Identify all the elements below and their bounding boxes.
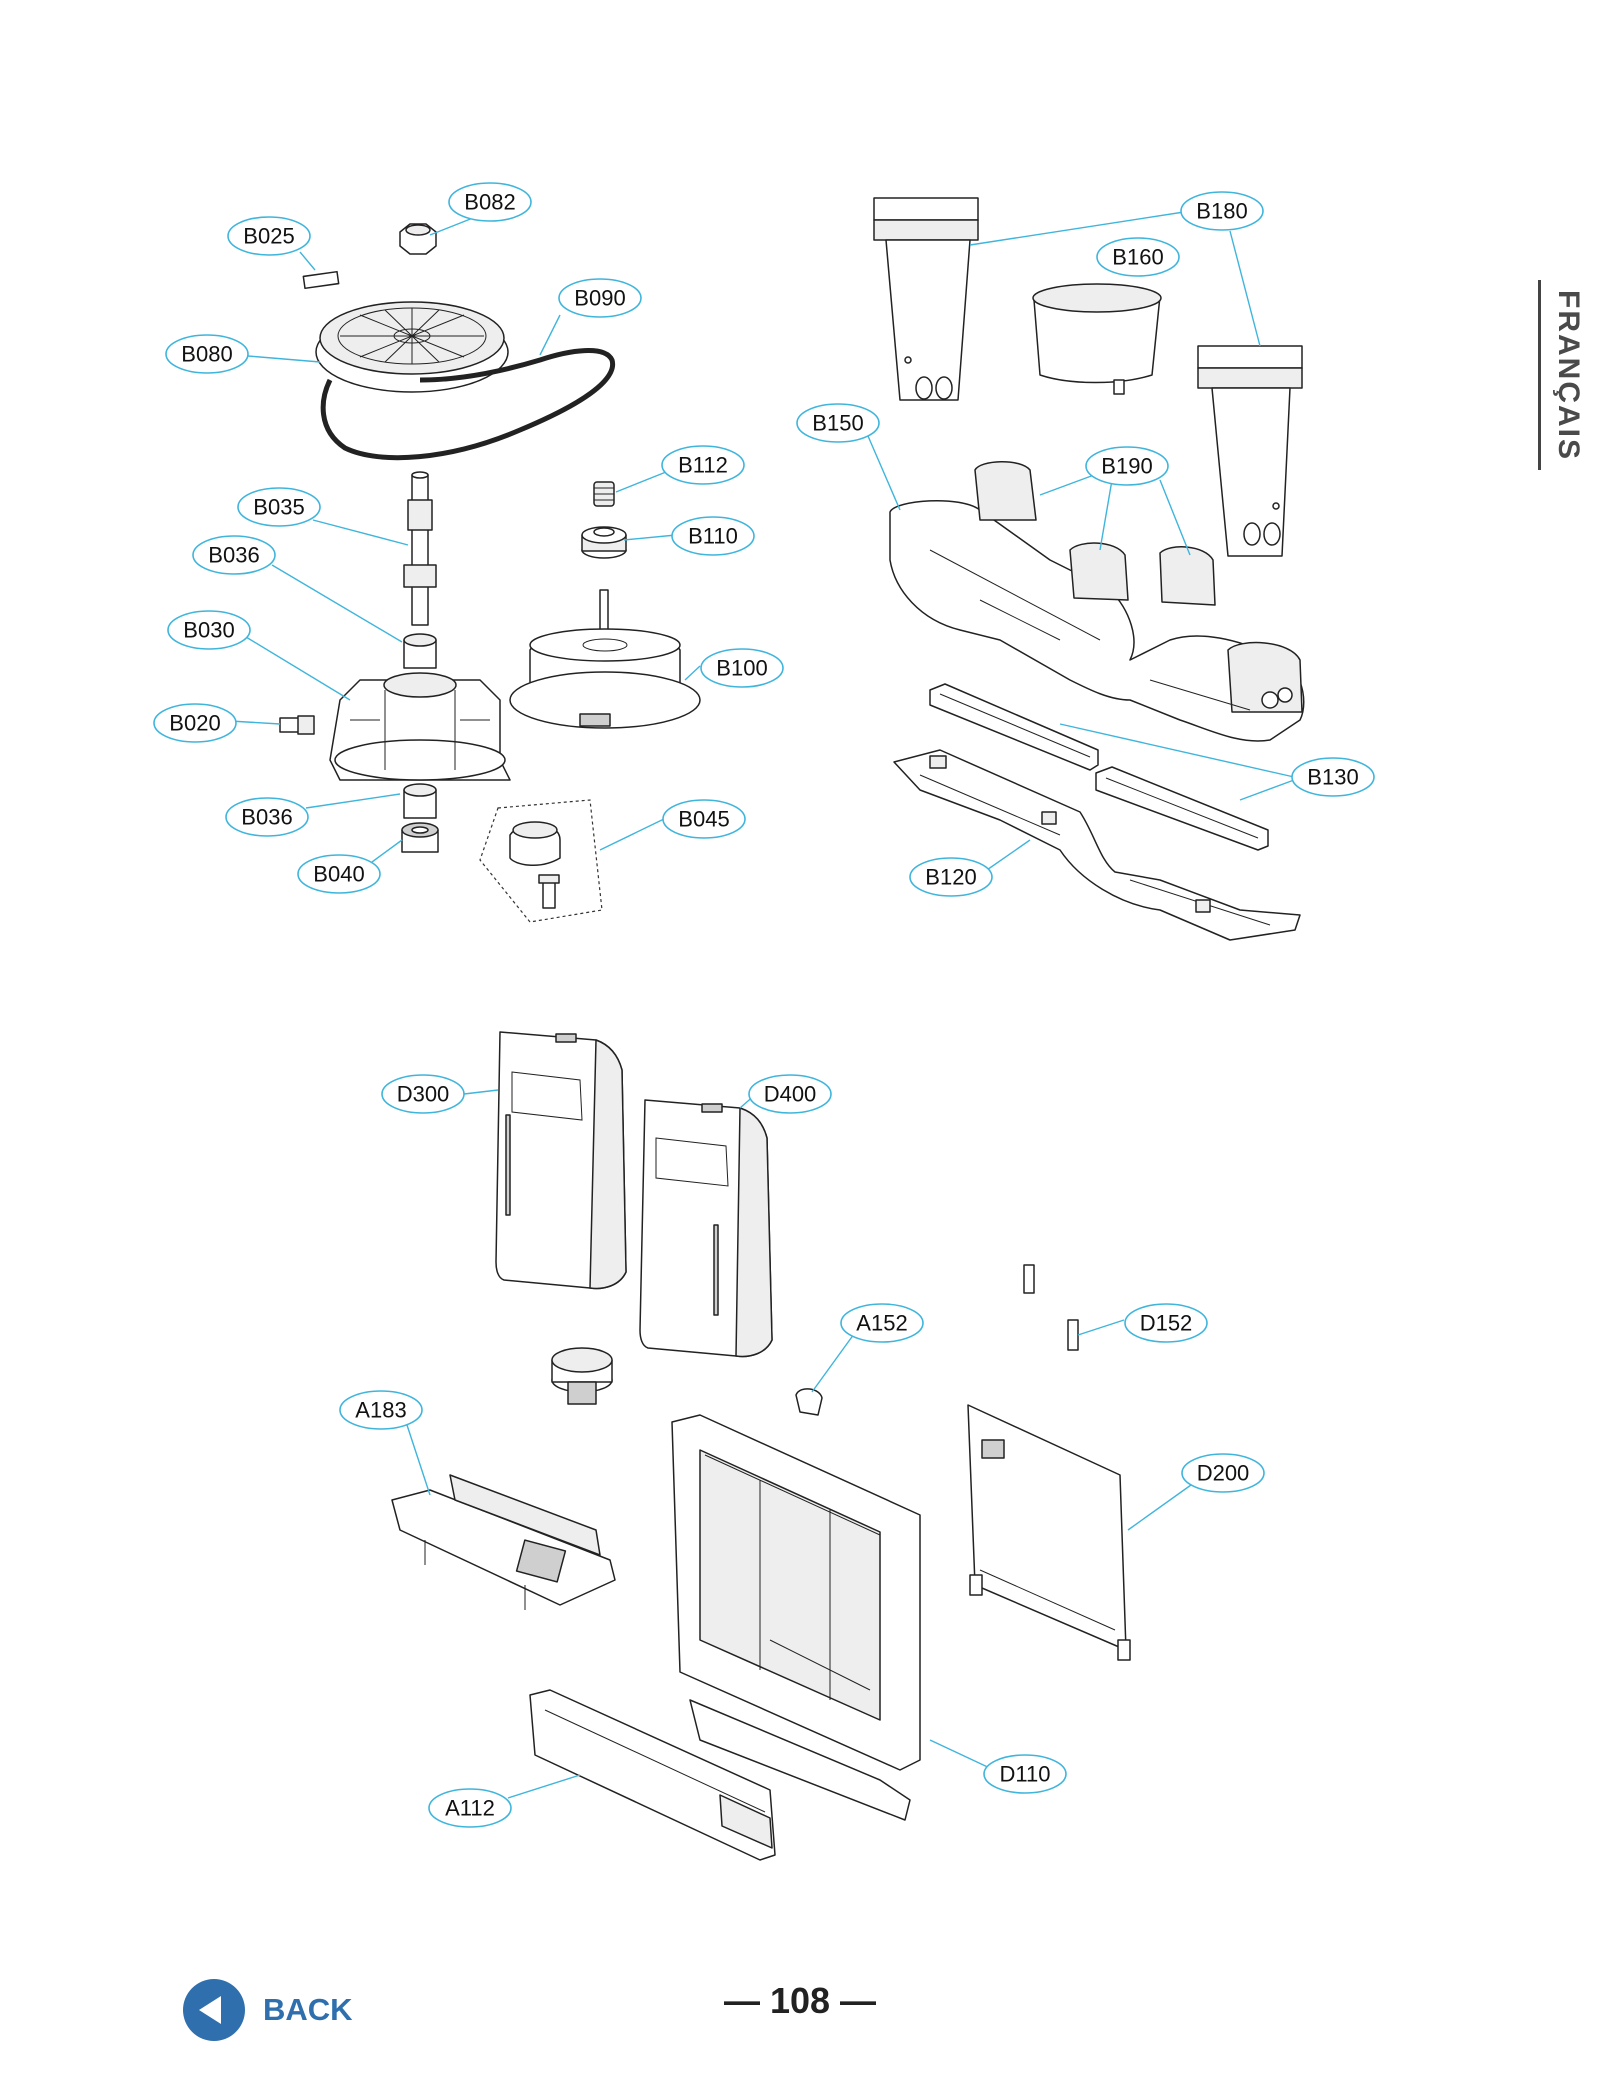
- part-b020-clip: [279, 715, 315, 735]
- callout-b180: B180: [1180, 191, 1264, 231]
- part-b130-rails: [929, 683, 1269, 851]
- svg-text:B080: B080: [181, 342, 232, 367]
- svg-text:B040: B040: [313, 862, 364, 887]
- part-b180-bracket-right: [1197, 345, 1303, 557]
- svg-text:D152: D152: [1140, 1311, 1193, 1336]
- svg-text:D200: D200: [1197, 1461, 1250, 1486]
- svg-text:B110: B110: [688, 524, 738, 549]
- svg-text:B020: B020: [169, 711, 220, 736]
- part-b036-bushing-top: [403, 633, 437, 669]
- page-number: — 108 —: [723, 1980, 877, 2021]
- callout-b190: B190: [1085, 446, 1169, 486]
- callout-b130: B130: [1291, 757, 1375, 797]
- callout-b080: B080: [165, 334, 249, 374]
- svg-text:B036: B036: [208, 543, 259, 568]
- callouts: B082 B025 B090 B080 B112 B035 B110 B036 …: [153, 182, 1375, 1828]
- part-b120-tray: [893, 749, 1301, 941]
- part-b025-key: [302, 270, 340, 290]
- frame-assembly: [873, 197, 1305, 941]
- svg-text:B180: B180: [1196, 199, 1247, 224]
- svg-text:B130: B130: [1307, 765, 1358, 790]
- callout-b020: B020: [153, 703, 237, 743]
- part-b040-bearing: [401, 822, 439, 853]
- callout-d152: D152: [1124, 1303, 1208, 1343]
- svg-text:A183: A183: [355, 1398, 406, 1423]
- callout-b036-bottom: B036: [225, 797, 309, 837]
- callout-b150: B150: [796, 403, 880, 443]
- svg-text:D300: D300: [397, 1082, 450, 1107]
- svg-text:D400: D400: [764, 1082, 817, 1107]
- callout-b160: B160: [1096, 237, 1180, 277]
- callout-b045: B045: [662, 799, 746, 839]
- svg-text:B035: B035: [253, 495, 304, 520]
- part-d200-panel: [967, 1404, 1131, 1661]
- part-knob: [551, 1347, 613, 1405]
- svg-text:A152: A152: [856, 1311, 907, 1336]
- svg-text:A112: A112: [445, 1796, 495, 1821]
- part-a152-clip: [795, 1388, 823, 1416]
- svg-text:B082: B082: [464, 190, 515, 215]
- callout-b110: B110: [671, 516, 755, 556]
- callout-b100: B100: [700, 648, 784, 688]
- callout-d110: D110: [983, 1754, 1067, 1794]
- callout-b090: B090: [558, 278, 642, 318]
- part-d300-door: [495, 1031, 627, 1290]
- callout-a112: A112: [428, 1788, 512, 1828]
- part-d152-tabs: [1023, 1264, 1079, 1351]
- callout-a183: A183: [339, 1390, 423, 1430]
- callout-b082: B082: [448, 182, 532, 222]
- language-tab-label: FRANÇAIS: [1552, 289, 1585, 461]
- callout-b040: B040: [297, 854, 381, 894]
- back-button-label: BACK: [263, 1992, 353, 2027]
- part-b180-bracket-left: [873, 197, 979, 401]
- part-d400-door: [639, 1099, 773, 1358]
- part-b082-nut: [399, 223, 437, 255]
- svg-text:B025: B025: [243, 224, 294, 249]
- callout-b025: B025: [227, 216, 311, 256]
- door-panel-assembly: [391, 1031, 1131, 1861]
- leaders-bottom: [405, 1089, 1213, 1799]
- part-a183-bracket: [391, 1474, 616, 1610]
- svg-text:B030: B030: [183, 618, 234, 643]
- leaders-top-left: [229, 211, 701, 863]
- part-d110-frame: [671, 1414, 921, 1821]
- svg-text:B045: B045: [678, 807, 729, 832]
- svg-text:B100: B100: [716, 656, 767, 681]
- callout-b035: B035: [237, 487, 321, 527]
- callout-b112: B112: [661, 445, 745, 485]
- svg-text:B036: B036: [241, 805, 292, 830]
- part-a112-strip: [529, 1689, 776, 1861]
- back-arrow-icon: [183, 1979, 245, 2041]
- part-b036-bushing-bottom: [403, 783, 437, 819]
- callout-d400: D400: [748, 1074, 832, 1114]
- svg-text:D110: D110: [1000, 1762, 1051, 1787]
- language-tab: [1538, 280, 1600, 470]
- part-b160-cup: [1032, 283, 1162, 395]
- svg-text:B112: B112: [678, 453, 728, 478]
- part-b045-kit: [479, 799, 603, 923]
- part-b150-frame: [889, 461, 1305, 742]
- back-button[interactable]: BACK: [183, 1975, 403, 2045]
- part-b112-cap: [593, 481, 615, 507]
- svg-text:B090: B090: [574, 286, 625, 311]
- callout-d300: D300: [381, 1074, 465, 1114]
- svg-text:B150: B150: [812, 411, 863, 436]
- part-b110-coupling: [581, 526, 627, 559]
- callout-b030: B030: [167, 610, 251, 650]
- svg-text:B120: B120: [925, 865, 976, 890]
- callout-b120: B120: [909, 857, 993, 897]
- svg-text:B190: B190: [1101, 454, 1152, 479]
- callout-a152: A152: [840, 1303, 924, 1343]
- part-b100-motor: [509, 589, 701, 729]
- part-b035-shaft: [403, 471, 437, 626]
- svg-text:B160: B160: [1112, 245, 1163, 270]
- callout-b036-top: B036: [192, 535, 276, 575]
- part-b030-housing: [329, 672, 511, 781]
- part-b080-pulley: [315, 301, 509, 393]
- callout-d200: D200: [1181, 1453, 1265, 1493]
- pulley-motor-assembly: [279, 223, 701, 923]
- leaders-top-right: [867, 211, 1295, 873]
